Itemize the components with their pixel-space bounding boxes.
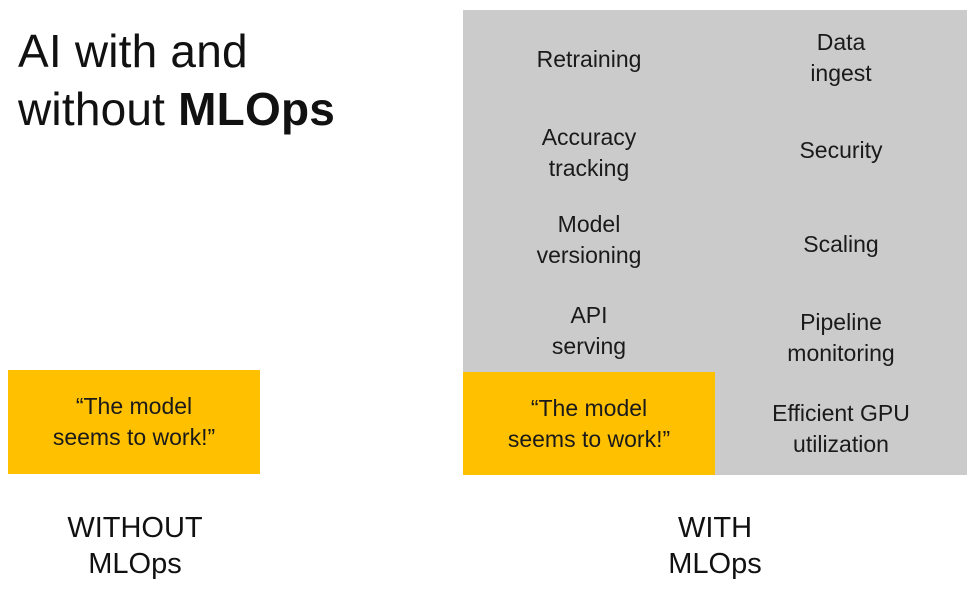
- item-data-ingest: Data ingest: [810, 29, 872, 86]
- title-line-2: without MLOps: [18, 80, 438, 138]
- title-mlops-bold: MLOps: [178, 83, 336, 135]
- without-mlops-box-text: “The model seems to work!”: [52, 393, 216, 450]
- with-mlops-caption: WITH MLOps: [668, 512, 762, 580]
- item-api-serving: API serving: [551, 302, 627, 359]
- title-line-1: AI with and: [18, 25, 248, 77]
- page-title: AI with and without MLOps: [18, 22, 438, 138]
- item-retraining: Retraining: [536, 45, 642, 72]
- with-mlops-box-text: “The model seems to work!”: [507, 394, 671, 452]
- item-pipeline-monitoring: Pipeline monitoring: [787, 309, 895, 366]
- item-security: Security: [799, 136, 883, 163]
- item-model-versioning: Model versioning: [536, 211, 642, 268]
- item-scaling: Scaling: [803, 230, 879, 257]
- with-mlops-box: “The model seems to work!”: [463, 372, 715, 475]
- item-accuracy-tracking: Accuracy tracking: [541, 124, 637, 181]
- without-mlops-caption: WITHOUT MLOps: [67, 512, 203, 580]
- title-line-2-prefix: without: [18, 83, 179, 135]
- without-mlops-box: “The model seems to work!”: [8, 370, 260, 474]
- item-efficient-gpu-utilization: Efficient GPU utilization: [772, 400, 910, 457]
